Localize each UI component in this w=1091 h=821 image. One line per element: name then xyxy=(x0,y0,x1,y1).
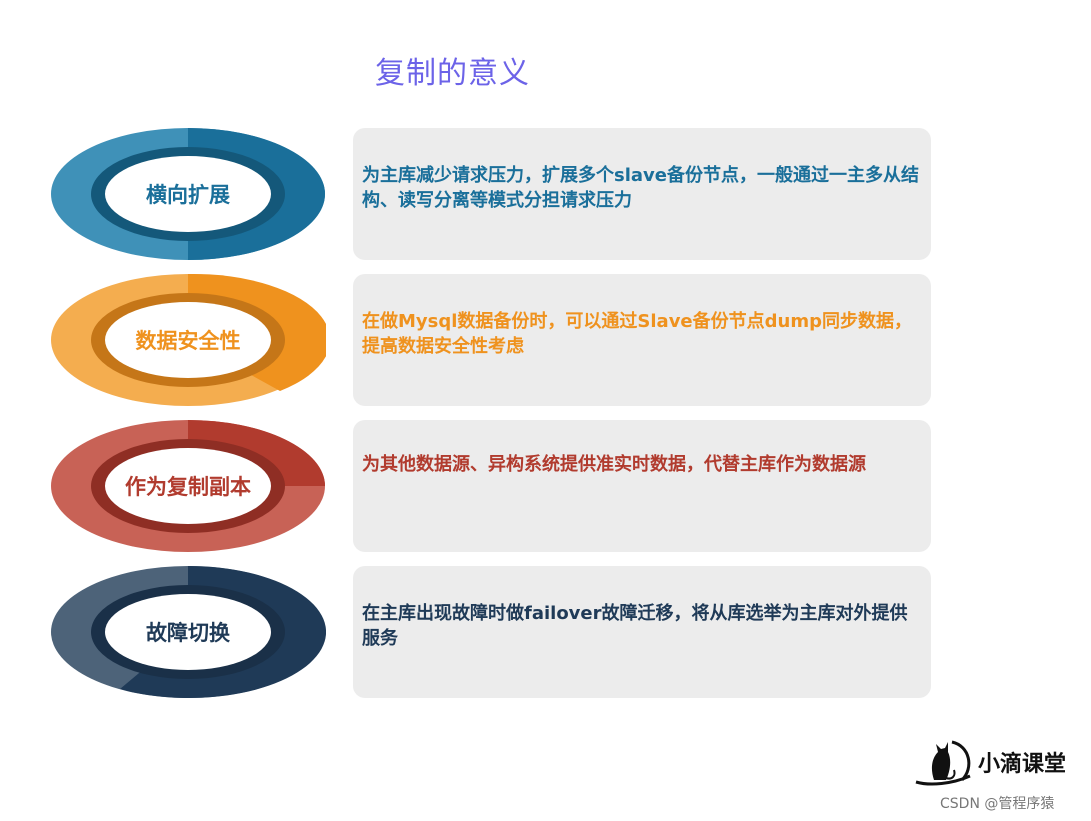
card-text-1: 为主库减少请求压力，扩展多个slave备份节点，一般通过一主多从结构、读写分离等… xyxy=(362,165,919,211)
logo: 小滴课堂 xyxy=(912,738,1072,788)
ring-2: 数据安全性 xyxy=(50,273,326,407)
card-1: 为主库减少请求压力，扩展多个slave备份节点，一般通过一主多从结构、读写分离等… xyxy=(353,128,931,260)
ring-label-4: 故障切换 xyxy=(146,621,230,645)
ring-label-3: 作为复制副本 xyxy=(125,475,251,499)
watermark: CSDN @管程序猿 xyxy=(940,796,1055,812)
card-text-2: 在做Mysql数据备份时，可以通过Slave备份节点dump同步数据，提高数据安… xyxy=(362,311,912,357)
card-3: 为其他数据源、异构系统提供准实时数据，代替主库作为数据源 xyxy=(353,420,931,552)
card-2: 在做Mysql数据备份时，可以通过Slave备份节点dump同步数据，提高数据安… xyxy=(353,274,931,406)
ring-graphic-3 xyxy=(51,420,325,552)
card-4: 在主库出现故障时做failover故障迁移，将从库选举为主库对外提供服务 xyxy=(353,566,931,698)
ring-graphic-1 xyxy=(51,128,325,260)
logo-text: 小滴课堂 xyxy=(978,752,1067,777)
ring-graphic-2 xyxy=(51,273,326,406)
ring-3: 作为复制副本 xyxy=(50,419,326,553)
card-text-4: 在主库出现故障时做failover故障迁移，将从库选举为主库对外提供服务 xyxy=(362,603,908,649)
ring-4: 故障切换 xyxy=(50,565,326,699)
cat-logo-icon xyxy=(915,740,971,786)
ring-label-2: 数据安全性 xyxy=(135,329,241,353)
ring-graphic-4 xyxy=(51,565,326,698)
ring-label-1: 横向扩展 xyxy=(146,183,230,207)
page-title: 复制的意义 xyxy=(375,56,530,91)
ring-1: 横向扩展 xyxy=(50,127,326,261)
card-text-3: 为其他数据源、异构系统提供准实时数据，代替主库作为数据源 xyxy=(362,454,866,475)
